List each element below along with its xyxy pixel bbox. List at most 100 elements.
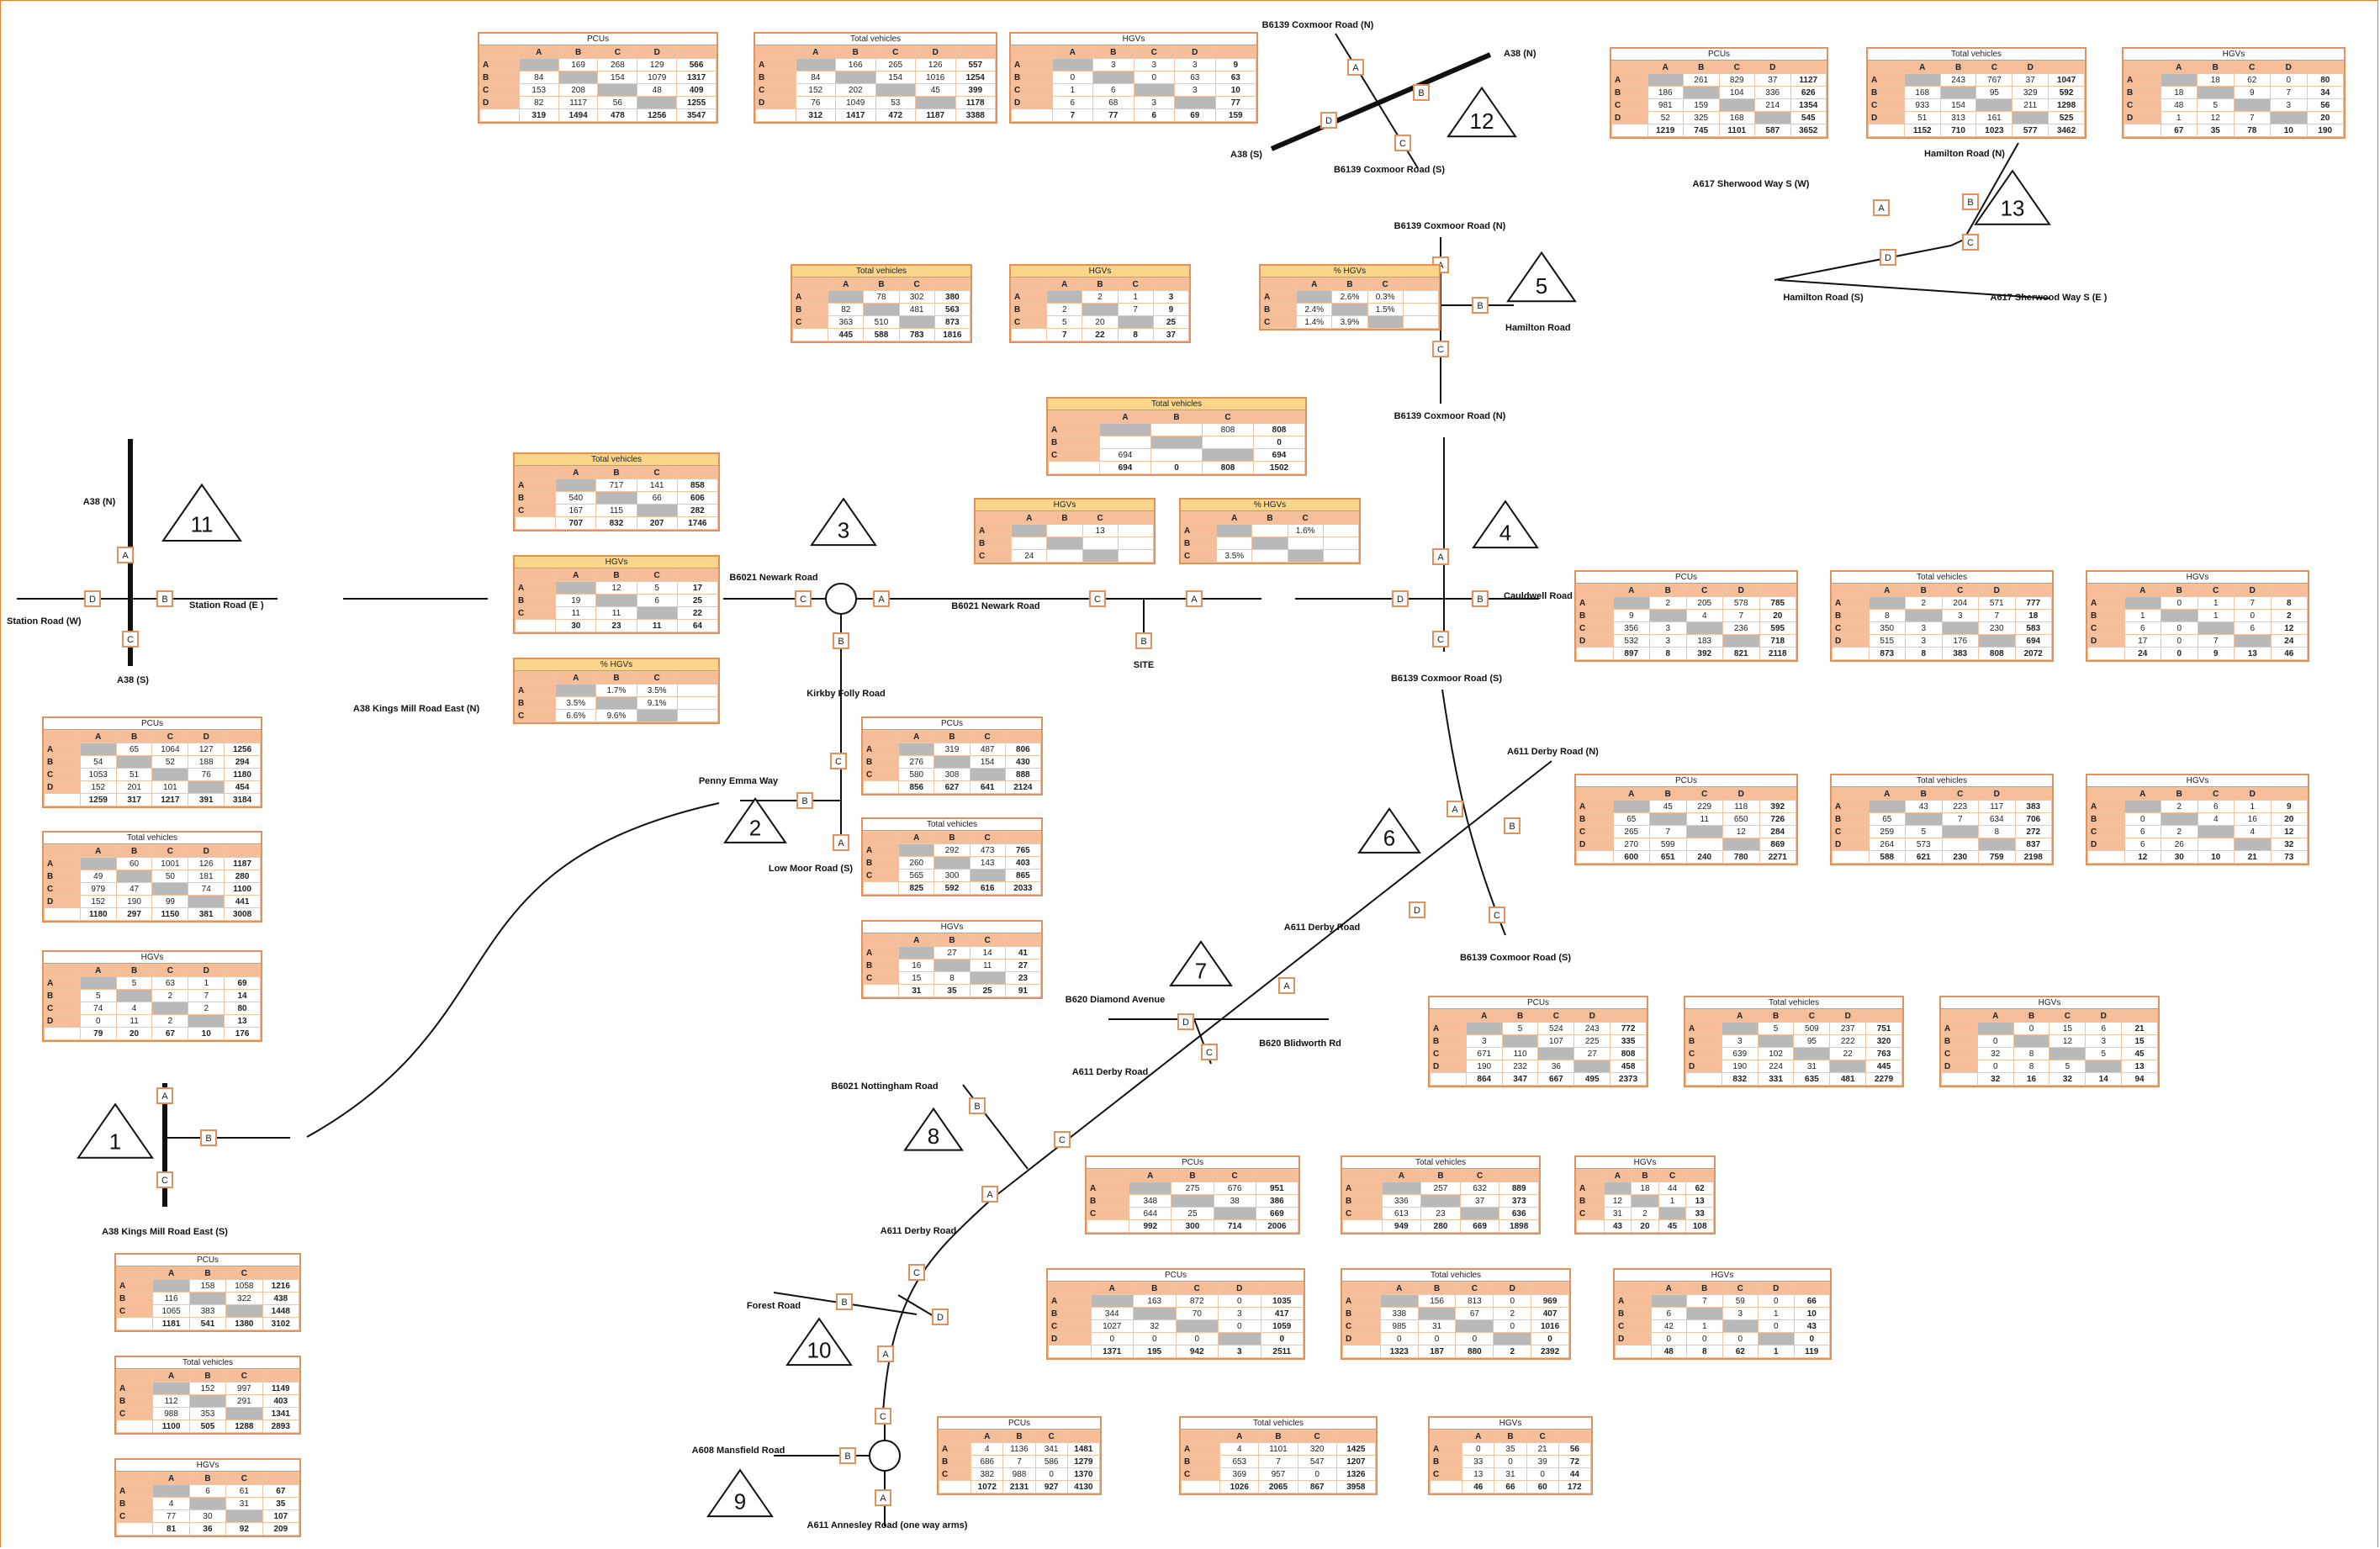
matrix-cell: 5 [2049,1060,2086,1073]
matrix-row-header: C [1260,315,1298,329]
matrix-cell [1501,1034,1539,1048]
matrix-header-cell: C [2197,584,2235,597]
matrix-column-total: 667 [1537,1072,1575,1086]
matrix-column-total: 588 [1868,850,1906,864]
matrix-header-cell: C [969,730,1006,743]
matrix-column-total: 78 [2233,124,2271,137]
matrix-header-cell: B [1757,1009,1795,1023]
matrix-cell: 14 [969,946,1006,960]
matrix-totals-blank [115,1419,154,1433]
matrix-header-cell: C [1975,61,2013,74]
matrix-cell: 237 [1829,1022,1867,1035]
matrix-cell [1251,524,1288,537]
matrix-column-total: 31 [898,984,935,997]
arm-letter: D [1397,595,1404,605]
road-label: A38 (N) [83,497,116,507]
matrix-column-total: 1180 [79,907,117,921]
road-label: Station Road (W) [7,616,82,626]
matrix-column-total: 14 [2085,1072,2123,1086]
matrix-cell: 31 [1494,1467,1527,1481]
matrix-cell: 163 [1133,1294,1177,1308]
matrix-corner-cell [1342,1169,1383,1182]
matrix-cell: 8 [1978,825,2016,838]
matrix-corner-cell [1011,45,1053,59]
matrix-totals-blank [1832,850,1870,864]
matrix-header-cell: A [1051,45,1093,59]
matrix-header-cell: C [969,933,1006,947]
matrix-cell: 0 [1976,1060,2014,1073]
arm-letter: D [1325,116,1332,126]
matrix-column-total: 472 [875,108,916,122]
matrix-column-total: 3958 [1335,1480,1377,1493]
matrix-header-cell: A [152,1266,190,1280]
matrix-title: PCUs [1576,775,1796,787]
matrix-cell: 18 [2197,73,2235,87]
matrix-cell: 0 [1218,1294,1261,1308]
matrix-cell: 1136 [1002,1442,1036,1456]
matrix-cell: 32 [1133,1319,1177,1333]
matrix-row-header: A [938,1442,972,1456]
matrix-row-total: 1279 [1066,1455,1101,1468]
matrix-cell: 11 [969,959,1006,972]
matrix-column-total: 577 [2012,124,2049,137]
arm-letter: B [1967,198,1973,208]
matrix-cell: 65 [115,743,153,756]
matrix-totals-blank [1048,1345,1092,1358]
matrix-row-total: 383 [2014,800,2052,813]
matrix-column-total: 1898 [1499,1219,1539,1233]
matrix-corner-cell [1576,584,1614,597]
matrix-cell: 26 [2161,838,2198,851]
matrix-cell [1754,111,1791,124]
road-label: A611 Derby Road [1072,1067,1148,1077]
matrix-cell [1757,1034,1795,1048]
matrix-cell [1150,448,1203,462]
matrix-row-header: A [1048,1294,1092,1308]
matrix-column-total: 1417 [835,108,876,122]
matrix-row-total: 80 [224,1002,261,1015]
matrix-header-cell: B [115,964,153,977]
matrix-header-cell: C [1537,1009,1575,1023]
junction-marker-1 [77,1102,154,1159]
matrix-header-cell: C [1526,1430,1559,1443]
arm-letter: A [1452,805,1458,815]
matrix-cell [636,504,678,517]
matrix-row-total: 18 [2014,609,2052,622]
matrix-column-total: 710 [1939,124,1977,137]
matrix-cell: 308 [933,768,971,781]
arm-box [1392,590,1409,607]
matrix-cell: 1027 [1090,1319,1134,1333]
matrix-row-header: B [2087,812,2125,826]
road-label: A611 Derby Road [1284,923,1360,933]
site-label: SITE [1134,660,1154,670]
matrix-total-header [1335,1430,1377,1443]
matrix-cell: 32 [1976,1047,2014,1060]
matrix-row-header: A [479,58,520,71]
matrix-row-header: A [975,524,1013,537]
road-label: B6139 Coxmoor Road (S) [1391,674,1502,684]
matrix-row-header: C [514,504,557,517]
matrix-cell: 43 [1905,800,1943,813]
matrix-cell: 644 [1129,1207,1172,1220]
matrix-cell [2270,111,2308,124]
matrix-cell: 56 [597,96,638,109]
matrix-column-total: 69 [1174,108,1216,122]
matrix-title: Total vehicles [1868,49,2085,61]
matrix-column-total: 808 [1202,461,1254,474]
